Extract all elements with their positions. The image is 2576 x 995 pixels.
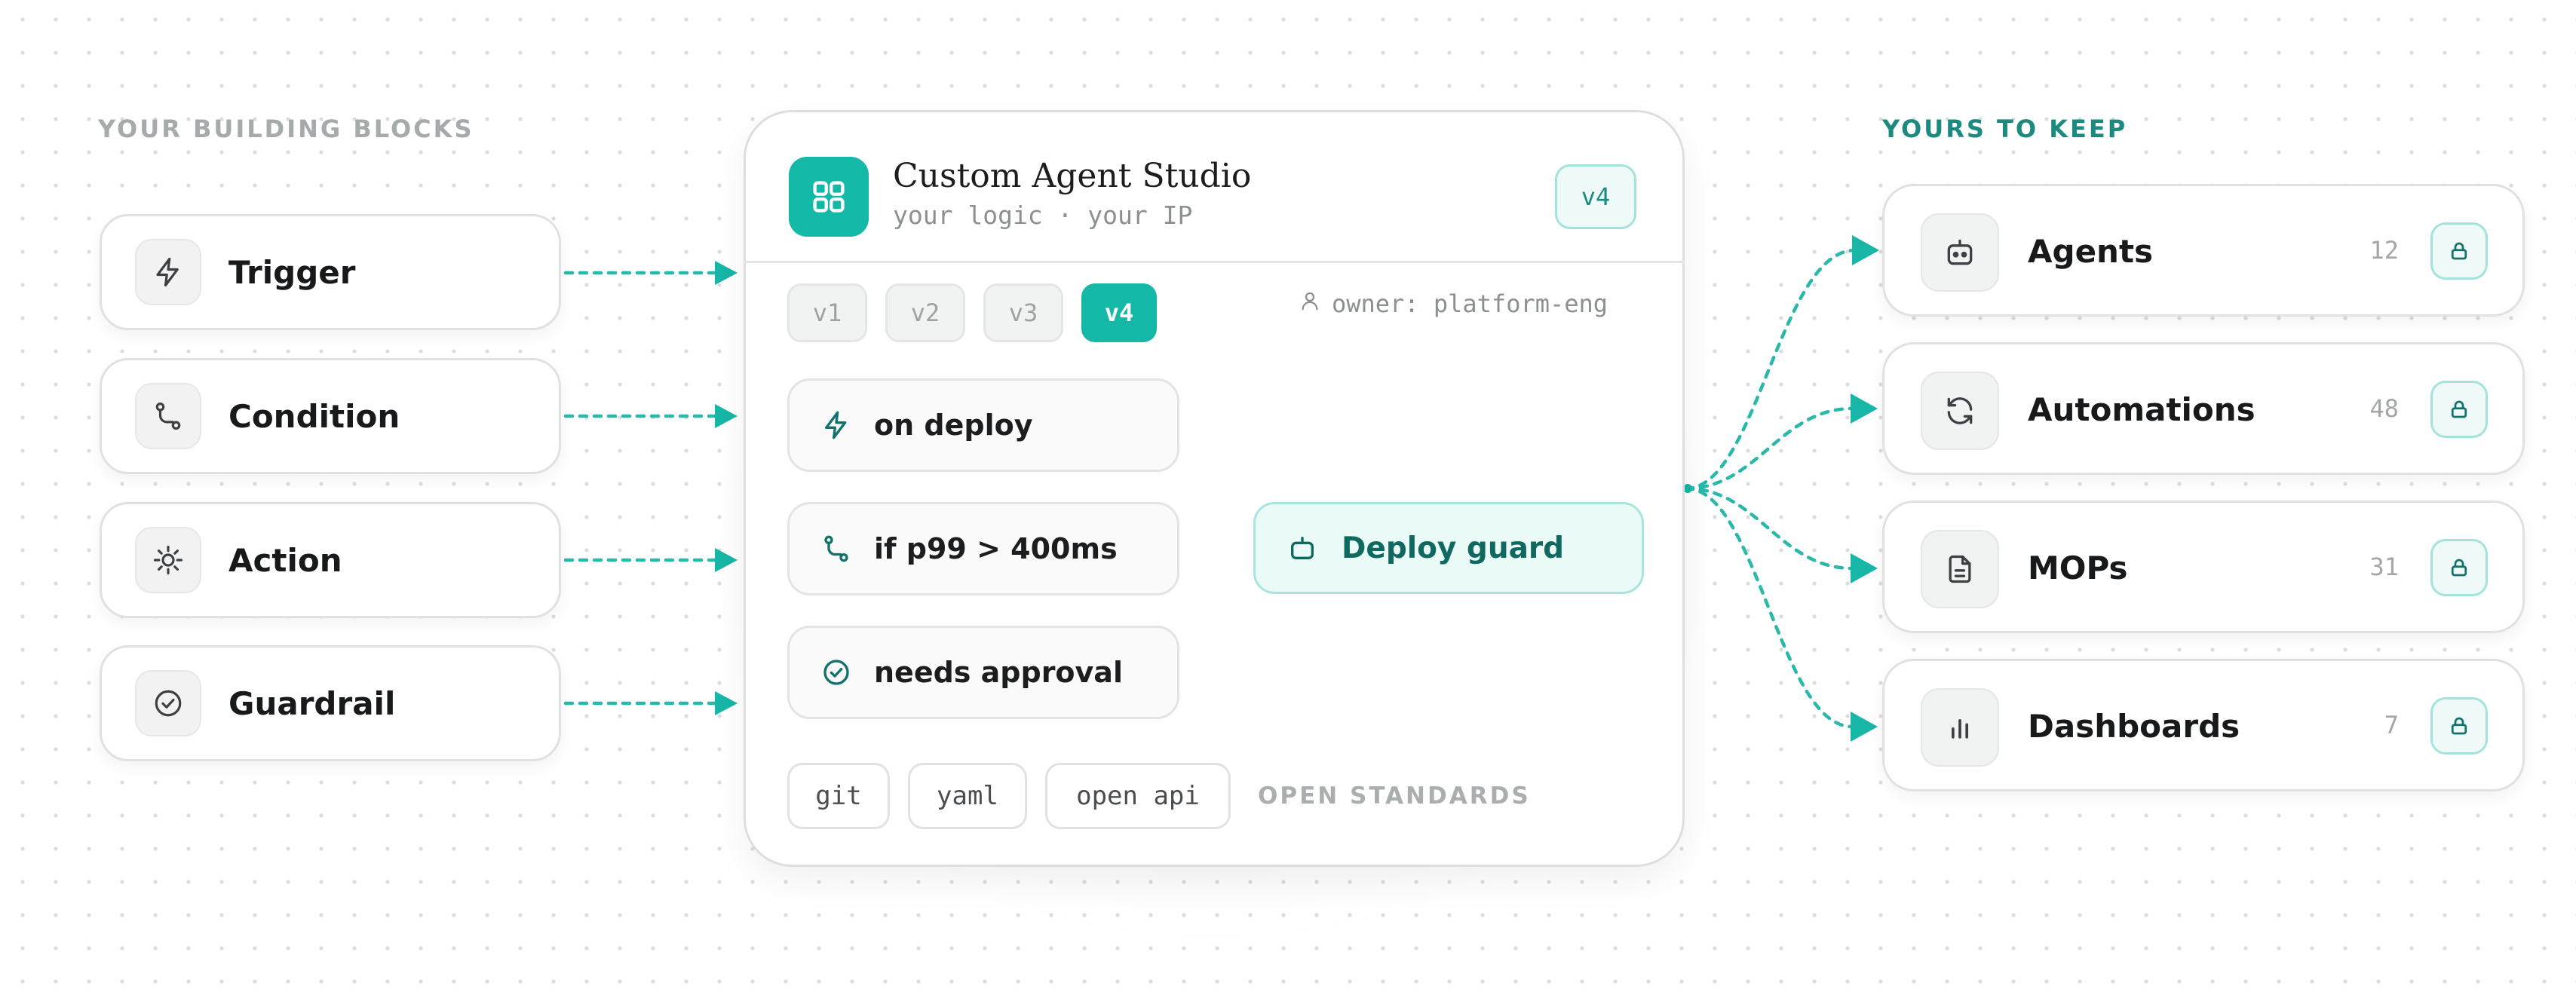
robot-icon <box>1921 213 1999 292</box>
lock-icon[interactable] <box>2430 697 2488 755</box>
building-blocks-heading: YOUR BUILDING BLOCKS <box>98 115 474 143</box>
connector-dashboards <box>1684 486 1854 729</box>
connector-automations <box>1684 406 1854 491</box>
asset-dashboards[interactable]: Dashboards 7 <box>1882 659 2525 791</box>
lock-icon[interactable] <box>2430 381 2488 438</box>
version-tab-v1[interactable]: v1 <box>787 283 867 342</box>
rule-label: needs approval <box>874 656 1123 689</box>
robot-icon <box>1286 531 1319 565</box>
version-tab-v2[interactable]: v2 <box>885 283 965 342</box>
block-action[interactable]: Action <box>100 502 561 618</box>
asset-automations[interactable]: Automations 48 <box>1882 342 2525 475</box>
asset-count: 48 <box>2369 394 2399 423</box>
bolt-icon <box>135 239 201 305</box>
asset-agents[interactable]: Agents 12 <box>1882 184 2525 317</box>
standard-chip-git: git <box>787 763 890 829</box>
rule-label: if p99 > 400ms <box>874 532 1118 565</box>
sun-icon <box>135 527 201 593</box>
asset-label: Automations <box>2028 391 2256 428</box>
block-trigger[interactable]: Trigger <box>100 214 561 330</box>
arrowhead-guardrail <box>715 691 738 715</box>
arrowhead-automations <box>1851 393 1878 424</box>
studio-subtitle: your logic · your IP <box>893 201 1193 230</box>
owner-label: owner: platform-eng <box>1299 285 1608 323</box>
block-condition[interactable]: Condition <box>100 358 561 474</box>
studio-title: Custom Agent Studio <box>893 157 1252 195</box>
deploy-guard-agent[interactable]: Deploy guard <box>1253 502 1644 594</box>
standard-chip-yaml: yaml <box>908 763 1027 829</box>
block-label: Action <box>228 541 342 579</box>
arrowhead-dashboards <box>1851 712 1878 742</box>
check-circle-icon <box>135 670 201 736</box>
grid-icon <box>789 157 869 237</box>
deploy-guard-label: Deploy guard <box>1342 531 1565 565</box>
block-label: Condition <box>228 397 400 435</box>
route-icon <box>135 383 201 449</box>
asset-count: 12 <box>2369 236 2399 265</box>
asset-mops[interactable]: MOPs 31 <box>1882 501 2525 633</box>
lock-icon[interactable] <box>2430 222 2488 280</box>
rule-on-deploy[interactable]: on deploy <box>787 378 1179 472</box>
block-label: Guardrail <box>228 684 396 722</box>
route-icon <box>820 532 853 565</box>
studio-divider <box>744 261 1685 263</box>
user-icon <box>1299 289 1321 318</box>
check-circle-icon <box>820 656 853 689</box>
asset-label: Agents <box>2028 233 2154 270</box>
bolt-icon <box>820 409 853 442</box>
asset-label: MOPs <box>2028 550 2128 586</box>
version-tab-v3[interactable]: v3 <box>983 283 1063 342</box>
arrowhead-action <box>715 548 738 572</box>
arrowhead-mops <box>1851 553 1878 583</box>
bar-chart-icon <box>1921 688 1999 767</box>
asset-count: 31 <box>2369 553 2399 581</box>
lock-icon[interactable] <box>2430 539 2488 596</box>
rule-needs-approval[interactable]: needs approval <box>787 626 1179 719</box>
open-standards-label: OPEN STANDARDS <box>1258 782 1531 810</box>
block-guardrail[interactable]: Guardrail <box>100 645 561 761</box>
rule-condition[interactable]: if p99 > 400ms <box>787 502 1179 595</box>
asset-count: 7 <box>2384 711 2399 739</box>
arrowhead-agents <box>1852 235 1879 265</box>
asset-label: Dashboards <box>2028 708 2240 745</box>
arrowhead-condition <box>715 404 738 428</box>
connector-mops <box>1684 486 1854 571</box>
arrowhead-trigger <box>715 261 738 285</box>
studio-card <box>744 110 1685 867</box>
rule-label: on deploy <box>874 409 1033 442</box>
owner-text: owner: platform-eng <box>1332 289 1608 318</box>
refresh-icon <box>1921 372 1999 450</box>
version-tab-v4[interactable]: v4 <box>1081 283 1157 342</box>
version-badge: v4 <box>1555 164 1636 229</box>
yours-to-keep-heading: YOURS TO KEEP <box>1882 115 2128 143</box>
block-label: Trigger <box>228 253 356 291</box>
connector-agents <box>1684 248 1857 491</box>
fan-out-node <box>1683 484 1692 493</box>
document-icon <box>1921 530 1999 608</box>
standard-chip-open-api: open api <box>1045 763 1231 829</box>
